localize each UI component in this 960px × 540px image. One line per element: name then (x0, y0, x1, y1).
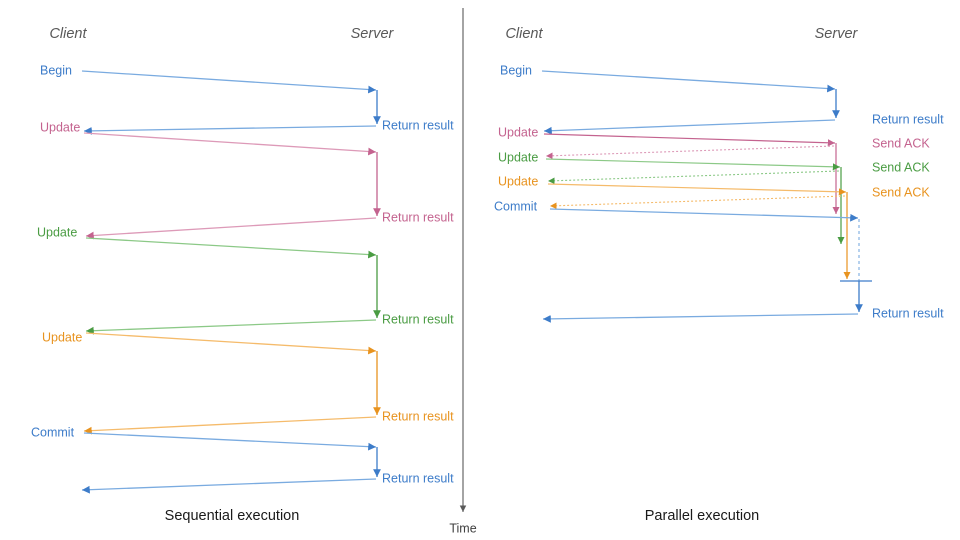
message-return-result-5-sequential: Return result (81, 471, 454, 494)
message-commit-sequential: Commit (31, 425, 381, 477)
message-update-1-sequential: Update (40, 120, 381, 216)
arrow-return-result-5 (81, 478, 377, 494)
message-commit-parallel: Commit (494, 199, 872, 312)
client-header-sequential: Client (49, 26, 87, 42)
arrow-send-ack-3-parallel (549, 195, 846, 210)
message-update-2-parallel: Update Send ACK (498, 150, 930, 244)
arrow-send-ack-2-parallel (547, 170, 840, 185)
label-begin: Begin (40, 63, 72, 77)
message-return-result-1-parallel: Return result (543, 112, 944, 135)
message-return-result-3-sequential: Return result (85, 312, 454, 335)
message-begin-sequential: Begin (40, 63, 381, 124)
arrow-return-result-3 (85, 319, 377, 335)
panel-sequential: Client Server Begin Return result Update… (31, 26, 454, 524)
message-update-1-parallel: Update Send ACK (498, 125, 930, 214)
arrow-update-2-request-parallel (545, 158, 841, 171)
server-header-sequential: Server (351, 26, 395, 42)
arrow-begin-request (81, 70, 377, 94)
time-axis-label: Time (449, 521, 476, 535)
label-update-2: Update (37, 225, 77, 239)
label-return-result-3: Return result (382, 312, 454, 326)
label-return-result-2: Return result (382, 210, 454, 224)
caption-sequential: Sequential execution (165, 508, 300, 524)
arrow-return-result-2 (85, 217, 377, 240)
label-begin-parallel: Begin (500, 63, 532, 77)
arrow-update-3-request-parallel (547, 183, 847, 196)
label-update-3-parallel: Update (498, 174, 538, 188)
label-update-3: Update (42, 330, 82, 344)
message-update-3-sequential: Update (42, 330, 381, 415)
label-send-ack-3: Send ACK (872, 185, 930, 199)
message-update-3-parallel: Update Send ACK (498, 174, 930, 279)
client-header-parallel: Client (505, 26, 543, 42)
arrow-update-3-request (85, 332, 377, 355)
arrow-begin-request-parallel (541, 70, 836, 93)
label-send-ack-2: Send ACK (872, 160, 930, 174)
arrow-update-1-request (83, 132, 377, 156)
arrow-update-2-request (85, 237, 377, 259)
label-update-1-parallel: Update (498, 125, 538, 139)
label-update-2-parallel: Update (498, 150, 538, 164)
label-return-result-5: Return result (382, 471, 454, 485)
time-axis: Time (449, 8, 477, 535)
label-update-1: Update (40, 120, 80, 134)
label-return-result-1-parallel: Return result (872, 112, 944, 126)
label-commit: Commit (31, 425, 75, 439)
label-return-result-1: Return result (382, 118, 454, 132)
arrow-commit-request-parallel (549, 208, 859, 222)
message-update-2-sequential: Update (37, 225, 381, 318)
message-return-result-2-parallel: Return result (542, 306, 944, 323)
arrow-return-result-1 (83, 125, 377, 135)
arrow-return-result-1-parallel (543, 119, 836, 135)
label-return-result-4: Return result (382, 409, 454, 423)
message-return-result-2-sequential: Return result (85, 210, 454, 240)
caption-parallel: Parallel execution (645, 508, 759, 524)
arrow-commit-request (83, 432, 377, 451)
label-send-ack-1: Send ACK (872, 136, 930, 150)
message-begin-parallel: Begin (500, 63, 840, 118)
arrow-return-result-final-parallel (542, 313, 859, 323)
arrow-send-ack-1-parallel (545, 145, 835, 160)
arrow-return-result-4 (83, 416, 377, 435)
message-return-result-4-sequential: Return result (83, 409, 454, 435)
server-header-parallel: Server (815, 26, 859, 42)
message-return-result-1-sequential: Return result (83, 118, 454, 135)
label-return-result-final: Return result (872, 306, 944, 320)
arrow-update-1-request-parallel (543, 133, 836, 147)
label-commit-parallel: Commit (494, 199, 538, 213)
panel-parallel: Client Server Begin Return result Update… (494, 26, 944, 524)
